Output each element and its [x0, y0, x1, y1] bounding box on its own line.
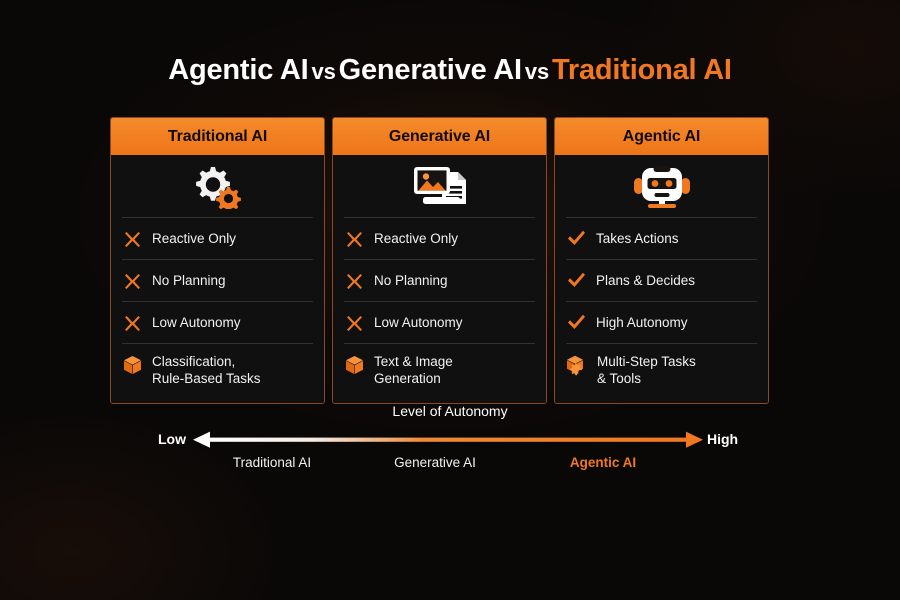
feature-label-line1: Multi-Step Tasks — [597, 354, 696, 369]
autonomy-scale-high-label: High — [707, 431, 739, 447]
autonomy-scale-title: Level of Autonomy — [392, 403, 508, 419]
autonomy-label-traditional-ai: Traditional AI — [232, 455, 312, 470]
feature-rows-agentic-ai: Takes Actions Plans & Decides High Auton… — [555, 217, 768, 403]
cross-icon — [344, 230, 364, 247]
feature-label: Reactive Only — [374, 230, 459, 246]
card-header-traditional-ai: Traditional AI — [111, 118, 324, 155]
title-part-generative: Generative AI — [338, 54, 522, 86]
feature-label: Classification, Rule-Based Tasks — [152, 353, 261, 388]
box-icon — [122, 355, 142, 375]
feature-row: Multi-Step Tasks & Tools — [566, 343, 757, 397]
cross-icon — [344, 272, 364, 289]
feature-row: No Planning — [122, 259, 313, 301]
cross-icon — [344, 314, 364, 331]
gears-icon — [111, 155, 324, 217]
title-part-traditional: Traditional AI — [551, 54, 732, 86]
autonomy-arrow-icon — [193, 428, 703, 452]
title-vs-2: vs — [524, 59, 549, 84]
feature-label-line2: Rule-Based Tasks — [152, 371, 261, 387]
cross-icon — [122, 314, 142, 331]
feature-row: Low Autonomy — [344, 301, 535, 343]
robot-icon — [555, 155, 768, 217]
feature-label-line1: Classification, — [152, 354, 236, 369]
feature-row: Plans & Decides — [566, 259, 757, 301]
feature-row: Reactive Only — [122, 217, 313, 259]
autonomy-scale-low-label: Low — [158, 431, 186, 447]
feature-label: High Autonomy — [596, 314, 688, 330]
feature-label-line2: & Tools — [597, 371, 642, 387]
feature-label: Low Autonomy — [374, 314, 463, 330]
feature-label: No Planning — [152, 272, 226, 288]
title-vs-1: vs — [311, 59, 336, 84]
card-header-generative-ai: Generative AI — [333, 118, 546, 155]
feature-label-line2: Generation — [374, 371, 441, 387]
feature-label: Reactive Only — [152, 230, 237, 246]
cross-icon — [122, 272, 142, 289]
feature-row: Low Autonomy — [122, 301, 313, 343]
autonomy-label-agentic-ai: Agentic AI — [569, 455, 637, 470]
feature-row: Classification, Rule-Based Tasks — [122, 343, 313, 397]
feature-label: Multi-Step Tasks & Tools — [597, 353, 696, 388]
feature-rows-generative-ai: Reactive Only No Planning Low Autonomy — [333, 217, 546, 403]
card-traditional-ai: Traditional AI — [110, 117, 325, 404]
card-body-traditional-ai: Reactive Only No Planning Low Autonomy — [111, 155, 324, 403]
feature-label: Low Autonomy — [152, 314, 241, 330]
feature-label: Takes Actions — [596, 230, 679, 246]
feature-label-line1: Text & Image — [374, 354, 453, 369]
card-body-agentic-ai: Takes Actions Plans & Decides High Auton… — [555, 155, 768, 403]
card-header-agentic-ai: Agentic AI — [555, 118, 768, 155]
feature-row: High Autonomy — [566, 301, 757, 343]
feature-rows-traditional-ai: Reactive Only No Planning Low Autonomy — [111, 217, 324, 403]
box-gear-icon — [566, 355, 587, 376]
cross-icon — [122, 230, 142, 247]
feature-row: Reactive Only — [344, 217, 535, 259]
feature-label: Plans & Decides — [596, 272, 696, 288]
feature-label: No Planning — [374, 272, 448, 288]
comparison-cards: Traditional AI — [110, 117, 789, 404]
check-icon — [566, 314, 586, 331]
card-generative-ai: Generative AI — [332, 117, 547, 404]
feature-row: No Planning — [344, 259, 535, 301]
autonomy-label-generative-ai: Generative AI — [394, 455, 476, 470]
check-icon — [566, 230, 586, 247]
title-part-agentic: Agentic AI — [168, 54, 309, 86]
image-document-icon — [333, 155, 546, 217]
card-agentic-ai: Agentic AI — [554, 117, 769, 404]
check-icon — [566, 272, 586, 289]
card-body-generative-ai: Reactive Only No Planning Low Autonomy — [333, 155, 546, 403]
feature-row: Takes Actions — [566, 217, 757, 259]
box-icon — [344, 355, 364, 375]
